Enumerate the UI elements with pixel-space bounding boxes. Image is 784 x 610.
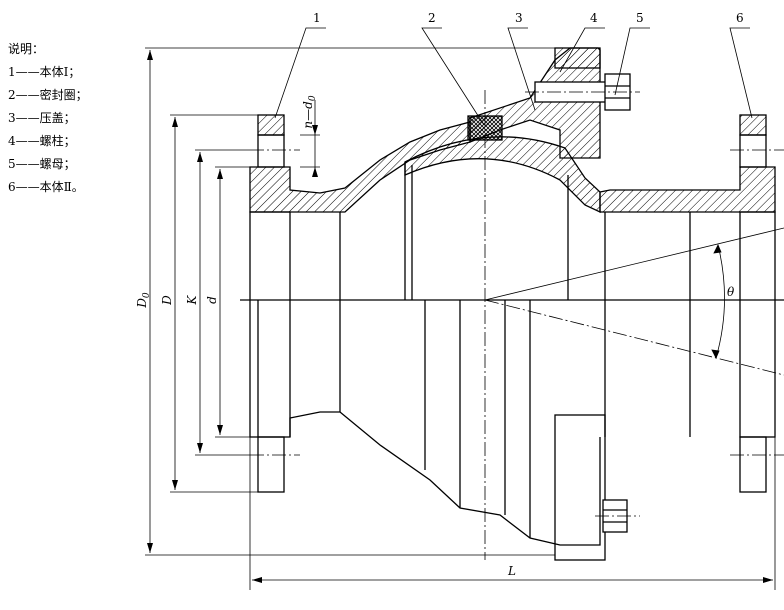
legend-item-5: 5——螺母； [8,157,76,171]
dimension-n-d0: n—d0 [300,95,320,177]
svg-text:D0: D0 [135,292,152,309]
dimension-D: D [160,117,178,490]
dimension-d: d [205,169,223,435]
legend-item-2: 2——密封圈； [8,88,88,102]
right-flange [599,114,776,493]
callout-1: 1 [313,11,321,25]
svg-text:K: K [185,294,199,305]
legend-item-1: 1——本体Ⅰ； [8,65,81,79]
legend-title: 说明： [8,42,45,56]
callout-leaders [274,27,753,126]
callout-3: 3 [515,11,523,25]
svg-text:D: D [160,295,174,306]
body-lower-profile [289,162,628,561]
svg-text:d: d [205,296,219,304]
callout-4: 4 [590,11,598,25]
dimension-K: K [185,152,203,453]
theta-dimension [711,244,725,359]
svg-text:L: L [507,564,516,578]
callout-5: 5 [636,11,644,25]
callout-6: 6 [736,11,744,25]
centerlines [250,90,784,560]
legend-item-3: 3——压盖； [8,111,76,125]
legend-item-6: 6——本体Ⅱ。 [8,180,84,194]
callout-2: 2 [428,11,436,25]
svg-text:n—d0: n—d0 [301,95,318,128]
theta-label: θ [727,285,735,299]
dimension-extension-lines [145,47,776,590]
legend: 说明： 1——本体Ⅰ； 2——密封圈； 3——压盖； 4——螺柱； 5——螺母；… [8,38,88,199]
legend-item-4: 4——螺柱； [8,134,76,148]
dimension-L: L [252,564,773,583]
left-flange [249,114,471,493]
dimension-D0: D0 [135,50,153,553]
ball-housing [404,47,601,214]
theta-upper-line [484,227,784,301]
